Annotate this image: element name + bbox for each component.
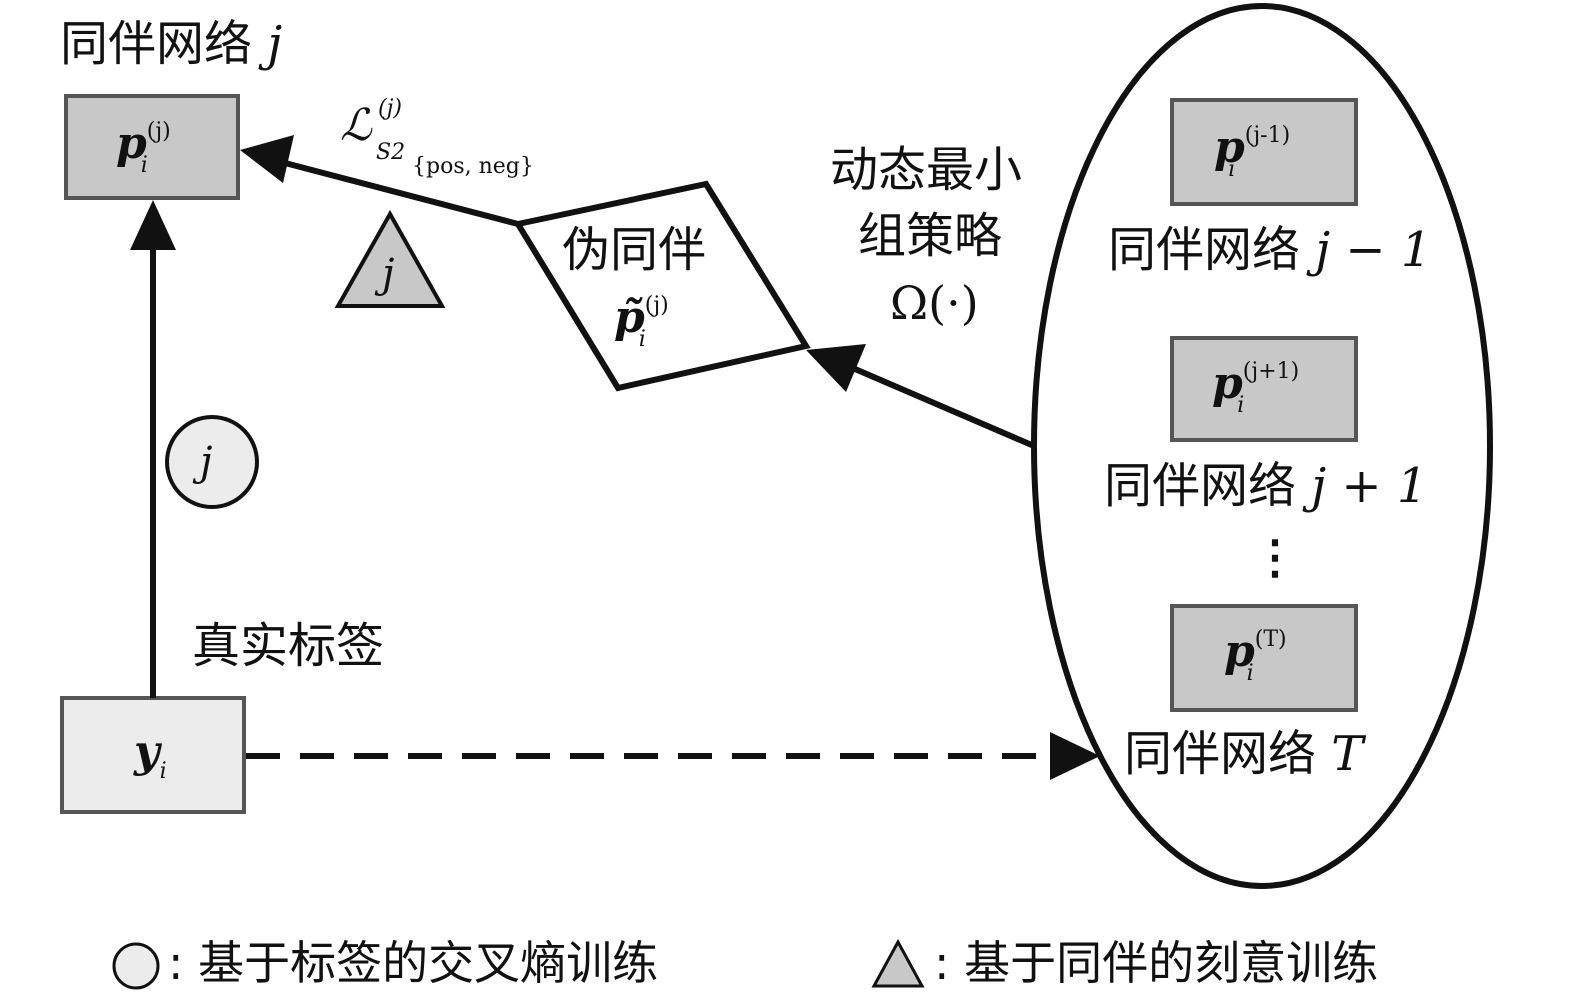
group-item-3-symbol: p(T)i bbox=[1224, 626, 1287, 686]
loss-label: ℒ(j)S2{pos, neg} bbox=[340, 96, 534, 179]
true-label-box bbox=[60, 696, 246, 814]
loss-arrow bbox=[284, 160, 519, 227]
peer-j-symbol: p(j)i bbox=[116, 118, 171, 178]
circle-marker-label: j bbox=[200, 439, 213, 485]
strategy-line1: 动态最小 bbox=[830, 142, 1023, 198]
strategy-func: Ω(·) bbox=[890, 276, 979, 330]
group-ellipsis: ⋮ bbox=[1252, 530, 1298, 584]
legend-circle-text: : 基于标签的交叉熵训练 bbox=[168, 936, 659, 990]
legend-circle-icon bbox=[112, 942, 160, 990]
group-box-2 bbox=[1170, 336, 1358, 442]
triangle-marker bbox=[334, 209, 446, 308]
peer-j-box bbox=[64, 94, 240, 200]
circle-marker bbox=[165, 415, 259, 509]
loss-arrowhead bbox=[240, 135, 294, 183]
group-item-2-title: 同伴网络 j + 1 bbox=[1104, 458, 1428, 514]
legend-triangle-text: : 基于同伴的刻意训练 bbox=[934, 936, 1379, 990]
peer-j-title: 同伴网络 j bbox=[60, 16, 283, 72]
strategy-arrowhead bbox=[806, 344, 866, 392]
strategy-arrow bbox=[853, 366, 1036, 449]
true-label-symbol: yi bbox=[134, 726, 167, 784]
group-box-3 bbox=[1170, 604, 1358, 712]
true-label-title: 真实标签 bbox=[192, 618, 385, 674]
true-label-arrowhead bbox=[130, 200, 176, 250]
strategy-line2: 组策略 bbox=[858, 208, 1003, 264]
pseudo-peer-shape bbox=[513, 180, 811, 392]
pseudo-peer-title: 伪同伴 bbox=[562, 222, 707, 278]
group-item-2-symbol: p(j+1)i bbox=[1212, 358, 1300, 418]
pseudo-peer-symbol: p̃(j)i bbox=[614, 292, 669, 352]
group-item-1-title: 同伴网络 j − 1 bbox=[1108, 222, 1432, 278]
group-box-1 bbox=[1170, 98, 1358, 206]
triangle-marker-label: j bbox=[382, 251, 395, 297]
dashed-arrowhead bbox=[1050, 732, 1100, 780]
group-item-3-title: 同伴网络 T bbox=[1124, 726, 1364, 782]
legend-triangle-icon bbox=[871, 938, 925, 988]
group-item-1-symbol: p(j-1)i bbox=[1214, 122, 1291, 182]
